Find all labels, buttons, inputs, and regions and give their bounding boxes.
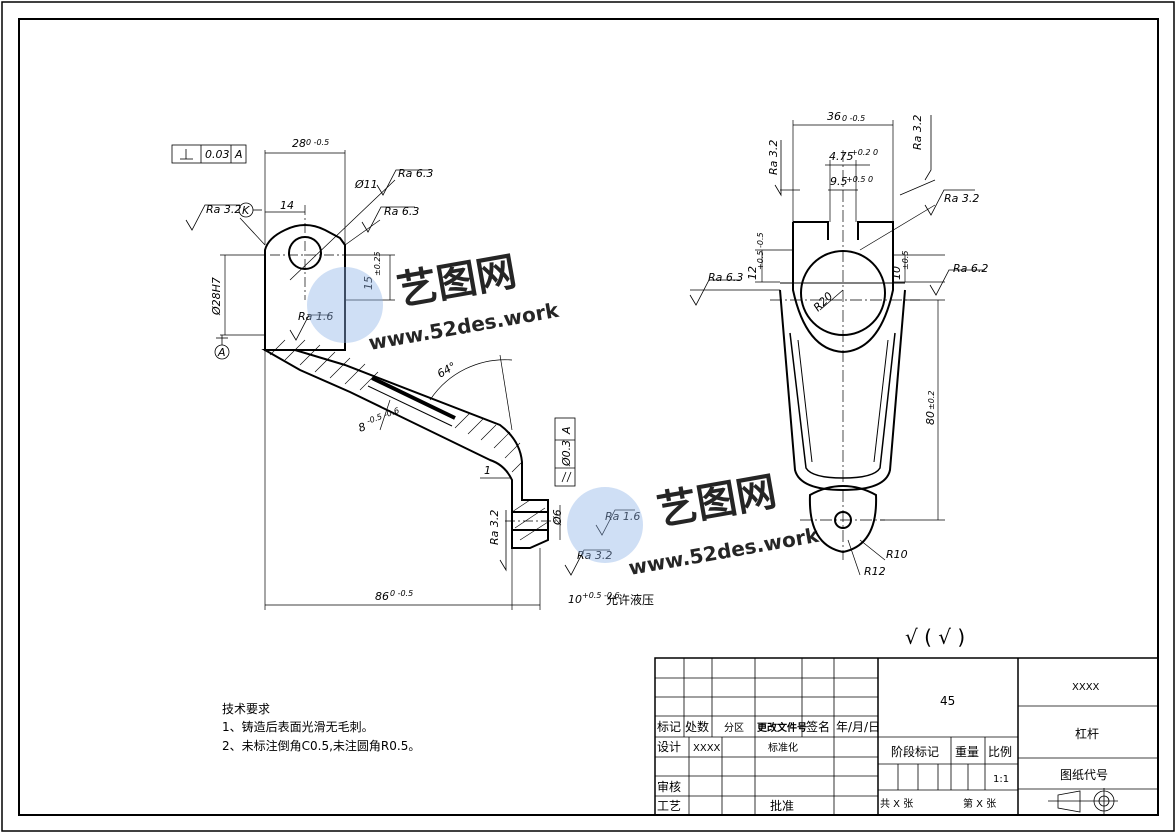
svg-text:www.52des.work: www.52des.work: [627, 523, 821, 580]
note-line-2: 2、未标注倒角C0.5,未注圆角R0.5。: [222, 738, 420, 753]
svg-text:阶段标记: 阶段标记: [891, 744, 939, 759]
svg-text:86: 86: [375, 590, 389, 603]
roughness-symbols: [185, 115, 985, 576]
svg-text:A: A: [560, 426, 573, 435]
svg-text:Ø11: Ø11: [354, 178, 378, 191]
note-line-1: 1、铸造后表面光滑无毛刺。: [222, 719, 374, 734]
svg-text:36: 36: [827, 110, 841, 123]
svg-text:+0.5 0: +0.5 0: [846, 175, 873, 184]
front-view: [690, 120, 945, 576]
svg-text:www.52des.work: www.52des.work: [367, 298, 561, 355]
svg-text:Ra 3.2: Ra 3.2: [488, 510, 501, 545]
svg-text:标准化: 标准化: [768, 741, 798, 754]
svg-text:Ra 3.2: Ra 3.2: [206, 203, 241, 216]
svg-text:K: K: [242, 204, 250, 217]
dim-top-width: 28: [292, 137, 306, 150]
svg-text:共 X 张: 共 X 张: [880, 798, 913, 810]
title-block-text: 标记 处数 分区 更改文件号 签名 年/月/日 设计 XXXX 标准化 审核 工…: [657, 682, 1108, 813]
svg-text:Ø0.3: Ø0.3: [560, 440, 573, 467]
svg-text:Ra 6.3: Ra 6.3: [708, 271, 743, 284]
svg-text:签名: 签名: [806, 719, 830, 734]
svg-text:R20: R20: [811, 290, 835, 314]
svg-text:艺图网: 艺图网: [654, 469, 780, 535]
parallelism-frame: [554, 417, 576, 487]
svg-text:+0.5 -0.5: +0.5 -0.5: [756, 232, 765, 270]
svg-text:Ra 3.2: Ra 3.2: [577, 549, 612, 562]
svg-text:0 -0.5: 0 -0.5: [390, 589, 413, 598]
svg-text:更改文件号: 更改文件号: [757, 721, 807, 734]
svg-text:A: A: [217, 346, 226, 359]
svg-text:Ra 3.2: Ra 3.2: [944, 192, 979, 205]
svg-text:艺图网: 艺图网: [394, 249, 520, 315]
svg-text:Ra 3.2: Ra 3.2: [767, 140, 780, 175]
svg-text:重量: 重量: [955, 745, 979, 759]
svg-text:Ra 6.3: Ra 6.3: [384, 205, 419, 218]
datum-a: [214, 335, 230, 360]
side-section-view: [220, 150, 561, 610]
svg-text:Ra 6.3: Ra 6.3: [398, 167, 433, 180]
svg-text:第 X 张: 第 X 张: [963, 797, 996, 810]
datum-k: [238, 202, 262, 218]
svg-text:Ø28H7: Ø28H7: [210, 277, 223, 316]
technical-notes: 技术要求 1、铸造后表面光滑无毛刺。 2、未标注倒角C0.5,未注圆角R0.5。: [222, 702, 420, 753]
svg-text:处数: 处数: [685, 719, 709, 734]
svg-text:比例: 比例: [988, 745, 1012, 759]
svg-text:分区: 分区: [724, 722, 744, 734]
svg-text:图纸代号: 图纸代号: [1060, 768, 1108, 782]
svg-text:杠杆: 杠杆: [1075, 726, 1099, 741]
svg-text:±0.25: ±0.25: [373, 251, 382, 276]
svg-text:80: 80: [924, 411, 937, 425]
section-hatch: [269, 339, 549, 541]
title-block: [654, 657, 1159, 816]
svg-text:15: 15: [362, 276, 375, 290]
svg-text:R10: R10: [886, 548, 908, 561]
svg-text:标记: 标记: [657, 720, 681, 734]
svg-text:10: 10: [568, 593, 582, 606]
svg-text:45: 45: [940, 694, 955, 708]
perpendicularity-frame: [171, 144, 247, 164]
svg-text:±0.2: ±0.2: [927, 391, 936, 410]
svg-text:+0.5 -0.6: +0.5 -0.6: [582, 591, 620, 600]
watermark-2: 艺图网 www.52des.work: [567, 469, 821, 580]
svg-text:9.5: 9.5: [830, 175, 848, 188]
svg-text:年/月/日: 年/月/日: [836, 720, 880, 734]
svg-text:12: 12: [746, 266, 759, 280]
svg-text:8: 8: [357, 420, 368, 435]
svg-text:64°: 64°: [435, 360, 458, 381]
svg-text:Ra 1.6: Ra 1.6: [298, 310, 333, 323]
svg-text:允许液压: 允许液压: [606, 592, 654, 607]
svg-text:批准: 批准: [770, 798, 794, 813]
svg-text:±0.5: ±0.5: [901, 251, 910, 270]
svg-text:工艺: 工艺: [657, 799, 681, 813]
svg-text:1: 1: [484, 464, 491, 477]
svg-text:0 -0.5: 0 -0.5: [306, 138, 329, 147]
inner-frame: [18, 18, 1159, 816]
svg-text:设计: 设计: [657, 740, 681, 754]
svg-text:Ra 1.6: Ra 1.6: [605, 510, 640, 523]
svg-text:审核: 审核: [657, 779, 681, 794]
svg-text:10: 10: [890, 266, 903, 280]
svg-text:Ra 3.2: Ra 3.2: [911, 115, 924, 150]
notes-heading: 技术要求: [222, 702, 270, 716]
svg-text:0 -0.5: 0 -0.5: [842, 114, 865, 123]
svg-text:A: A: [234, 148, 243, 161]
svg-text:Ra 6.2: Ra 6.2: [953, 262, 988, 275]
svg-text:1:1: 1:1: [993, 774, 1009, 785]
svg-text:XXXX: XXXX: [1072, 682, 1100, 693]
svg-text:R12: R12: [864, 565, 886, 578]
svg-text:Ø6: Ø6: [551, 509, 564, 526]
svg-text:14: 14: [280, 199, 294, 212]
svg-text:XXXX: XXXX: [693, 743, 721, 754]
svg-text:+0.2 0: +0.2 0: [851, 148, 878, 157]
surface-finish-note: √ ( √ ): [905, 625, 965, 649]
svg-text:4.75: 4.75: [829, 150, 854, 163]
svg-text:0.03: 0.03: [205, 148, 230, 161]
